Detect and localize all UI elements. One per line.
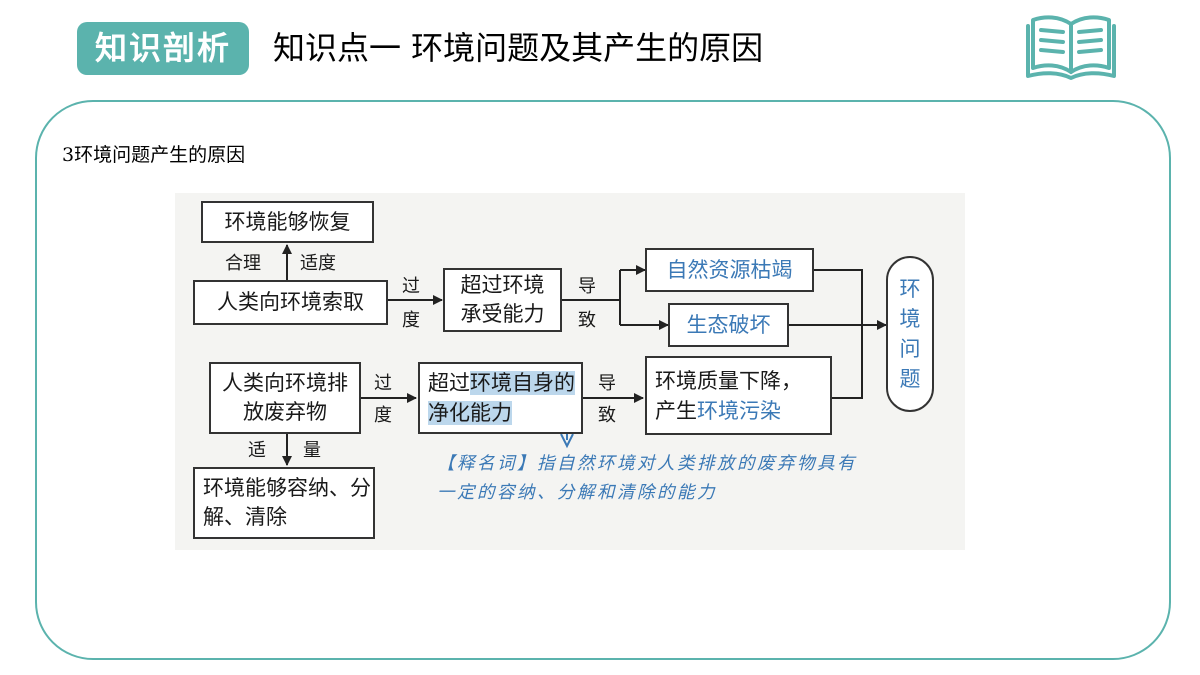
open-book-icon xyxy=(1026,15,1116,80)
section-badge: 知识剖析 xyxy=(77,22,249,75)
box-eco-damage: 生态破坏 xyxy=(668,303,789,347)
label-excess-bottom: 度 xyxy=(402,310,420,331)
section-subtitle: 3环境问题产生的原因 xyxy=(62,144,246,166)
definition-note: 【释名词】指自然环境对人类排放的废弃物具有一定的容纳、分解和清除的能力 xyxy=(437,454,857,503)
label-lead2-bottom: 致 xyxy=(598,405,616,426)
box-recover: 环境能够恢复 xyxy=(201,201,374,243)
box-depletion: 自然资源枯竭 xyxy=(645,248,814,292)
line-quality-to-problem xyxy=(832,325,863,399)
page-title: 知识点一 环境问题及其产生的原因 xyxy=(273,29,764,67)
box-quality-decline: 环境质量下降， 产生环境污染 xyxy=(645,356,832,435)
label-suitable: 适 xyxy=(248,440,266,461)
box-env-problem: 环境问题 xyxy=(886,256,934,412)
label-lead2-top: 导 xyxy=(598,373,616,394)
label-excess2-bottom: 度 xyxy=(374,405,392,426)
label-excess2-top: 过 xyxy=(374,373,392,394)
label-reasonable: 合理 xyxy=(225,253,261,274)
box-absorb: 环境能够容纳、分解、清除 xyxy=(193,467,375,539)
label-excess-top: 过 xyxy=(402,276,420,297)
box-human-take: 人类向环境索取 xyxy=(193,280,388,325)
box-human-emit: 人类向环境排放废弃物 xyxy=(209,362,361,434)
label-amount: 量 xyxy=(303,440,321,461)
label-lead-bottom: 致 xyxy=(578,310,596,331)
box-exceed-purify: 超过环境自身的净化能力 xyxy=(418,362,583,434)
label-lead-top: 导 xyxy=(578,276,596,297)
box-exceed-capacity: 超过环境承受能力 xyxy=(443,268,562,332)
label-moderate: 适度 xyxy=(300,253,336,274)
line-depletion-to-problem xyxy=(814,269,863,325)
